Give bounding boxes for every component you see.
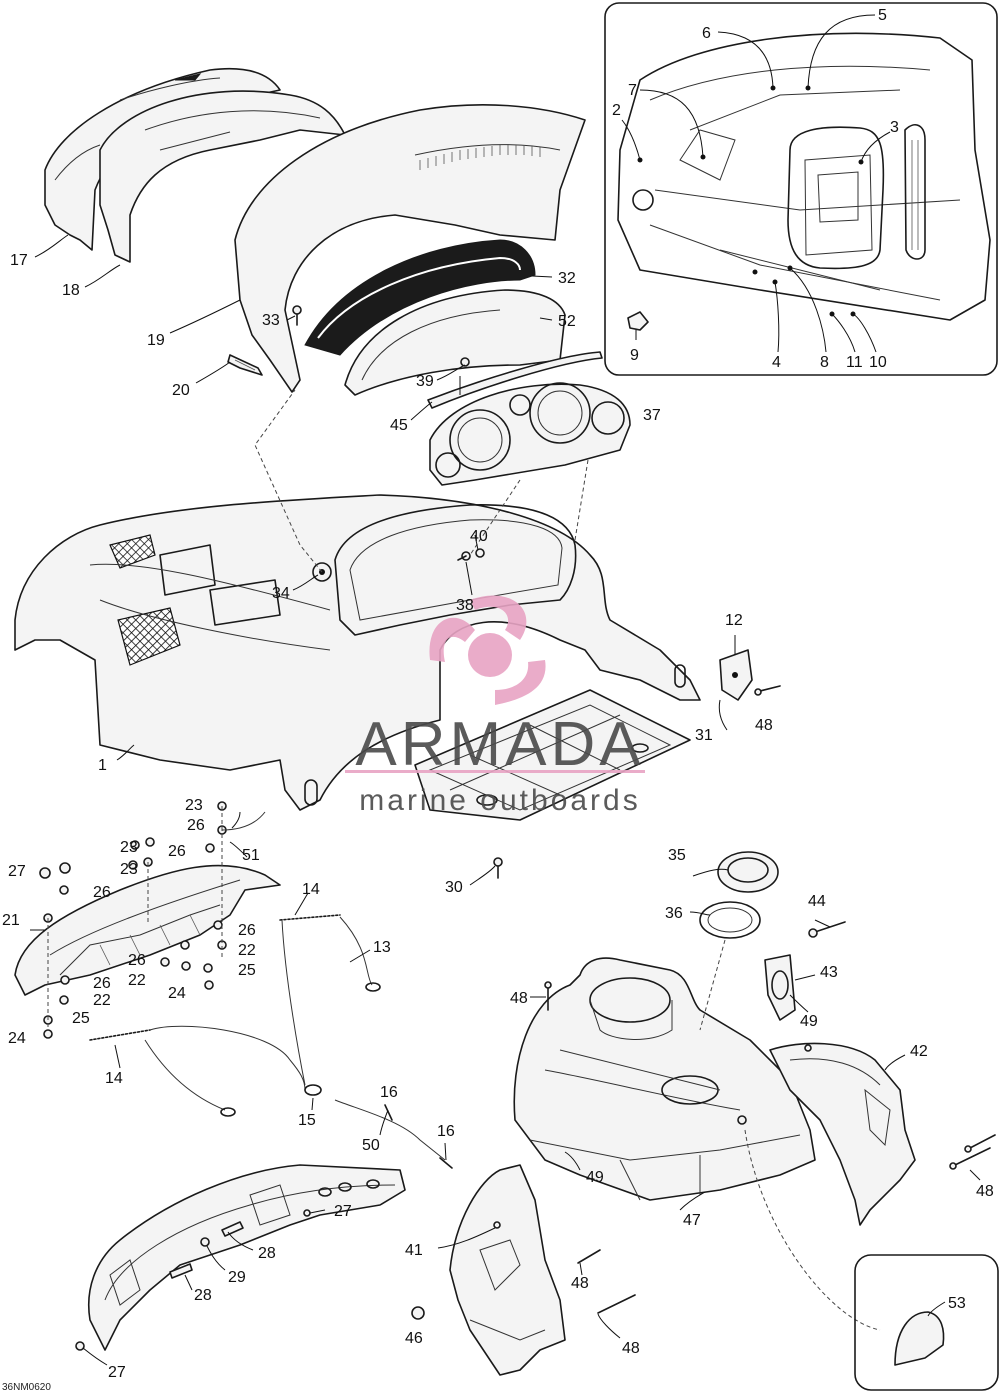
- callout-24a: 24: [168, 985, 186, 1002]
- side-panel-41: [411, 1164, 636, 1376]
- callout-42: 42: [910, 1043, 928, 1060]
- gauge-bezel: [429, 376, 631, 486]
- callout-19: 19: [147, 332, 165, 349]
- callout-3: 3: [890, 119, 899, 136]
- callout-45: 45: [390, 417, 408, 434]
- callout-8: 8: [820, 354, 829, 371]
- callout-44: 44: [808, 893, 826, 910]
- callout-13: 13: [373, 939, 391, 956]
- storage-bin-47: [513, 939, 881, 1331]
- callouts: 5 6 7 2 3 9 4 8 11 10 17 18 19 20 33 32 …: [2, 7, 994, 1381]
- callout-36: 36: [665, 905, 683, 922]
- callout-41: 41: [405, 1242, 423, 1259]
- callout-48d: 48: [571, 1275, 589, 1292]
- callout-26d: 26: [238, 922, 256, 939]
- side-panel-42: [769, 1042, 996, 1226]
- callout-49b: 49: [586, 1169, 604, 1186]
- callout-51: 51: [242, 847, 260, 864]
- callout-53: 53: [948, 1295, 966, 1312]
- callout-32: 32: [558, 270, 576, 287]
- watermark-tagline: marine outboards: [359, 784, 640, 817]
- callout-2: 2: [612, 102, 621, 119]
- callout-17: 17: [10, 252, 28, 269]
- support-bracket-21: [14, 801, 281, 1039]
- watermark: ARMADA marine outboards: [345, 595, 645, 817]
- detail-inset-53: [854, 1254, 999, 1391]
- callout-35: 35: [668, 847, 686, 864]
- callout-1: 1: [98, 757, 107, 774]
- callout-43: 43: [820, 964, 838, 981]
- callout-6: 6: [702, 25, 711, 42]
- callout-50: 50: [362, 1137, 380, 1154]
- callout-37: 37: [643, 407, 661, 424]
- bracket-12: [719, 649, 781, 701]
- callout-29: 29: [228, 1269, 246, 1286]
- callout-5: 5: [878, 7, 887, 24]
- springs-and-cables: [89, 914, 453, 1169]
- lower-bracket: [75, 1164, 406, 1351]
- callout-14b: 14: [105, 1070, 123, 1087]
- windshield-trim: [292, 239, 603, 409]
- callout-49a: 49: [800, 1013, 818, 1030]
- callout-15: 15: [298, 1112, 316, 1129]
- callout-26b: 26: [168, 843, 186, 860]
- callout-47: 47: [683, 1212, 701, 1229]
- leader-lines: [30, 234, 981, 1366]
- storage-tray: [414, 689, 691, 821]
- callout-18: 18: [62, 282, 80, 299]
- callout-28b: 28: [194, 1287, 212, 1304]
- callout-48a: 48: [755, 717, 773, 734]
- callout-26f: 26: [93, 975, 111, 992]
- callout-30: 30: [445, 879, 463, 896]
- propeller-icon: [429, 595, 546, 705]
- callout-26a: 26: [187, 817, 205, 834]
- callout-24b: 24: [8, 1030, 26, 1047]
- callout-22c: 22: [93, 992, 111, 1009]
- callout-25a: 25: [238, 962, 256, 979]
- callout-12: 12: [725, 612, 743, 629]
- callout-23c: 23: [120, 861, 138, 878]
- callout-20: 20: [172, 382, 190, 399]
- callout-9: 9: [630, 347, 639, 364]
- callout-16b: 16: [437, 1123, 455, 1140]
- callout-27a: 27: [8, 863, 26, 880]
- callout-22b: 22: [128, 972, 146, 989]
- side-panels-upper: [44, 67, 586, 393]
- callout-48e: 48: [622, 1340, 640, 1357]
- callout-34: 34: [272, 585, 290, 602]
- watermark-brand: ARMADA: [355, 710, 644, 779]
- callout-14a: 14: [302, 881, 320, 898]
- callout-22a: 22: [238, 942, 256, 959]
- callout-26c: 26: [93, 884, 111, 901]
- callout-48b: 48: [510, 990, 528, 1007]
- callout-10: 10: [869, 354, 887, 371]
- callout-28a: 28: [258, 1245, 276, 1262]
- callout-23b: 23: [120, 839, 138, 856]
- callout-7: 7: [628, 82, 637, 99]
- fastener-30: [493, 857, 503, 879]
- callout-26e: 26: [128, 952, 146, 969]
- main-console-hood: [14, 389, 701, 811]
- callout-31: 31: [695, 727, 713, 744]
- callout-40: 40: [470, 528, 488, 545]
- callout-27c: 27: [108, 1364, 126, 1381]
- plate-43: [764, 921, 846, 1021]
- callout-38: 38: [456, 597, 474, 614]
- callout-52: 52: [558, 313, 576, 330]
- callout-16a: 16: [380, 1084, 398, 1101]
- callout-25b: 25: [72, 1010, 90, 1027]
- callout-46: 46: [405, 1330, 423, 1347]
- reference-code: 36NM0620: [2, 1382, 51, 1393]
- callout-48c: 48: [976, 1183, 994, 1200]
- callout-4: 4: [772, 354, 781, 371]
- callout-27b: 27: [334, 1203, 352, 1220]
- gaskets: [699, 851, 779, 939]
- callout-21: 21: [2, 912, 20, 929]
- callout-39: 39: [416, 373, 434, 390]
- detail-inset: [604, 2, 998, 376]
- callout-33: 33: [262, 312, 280, 329]
- callout-11: 11: [846, 354, 863, 371]
- callout-23a: 23: [185, 797, 203, 814]
